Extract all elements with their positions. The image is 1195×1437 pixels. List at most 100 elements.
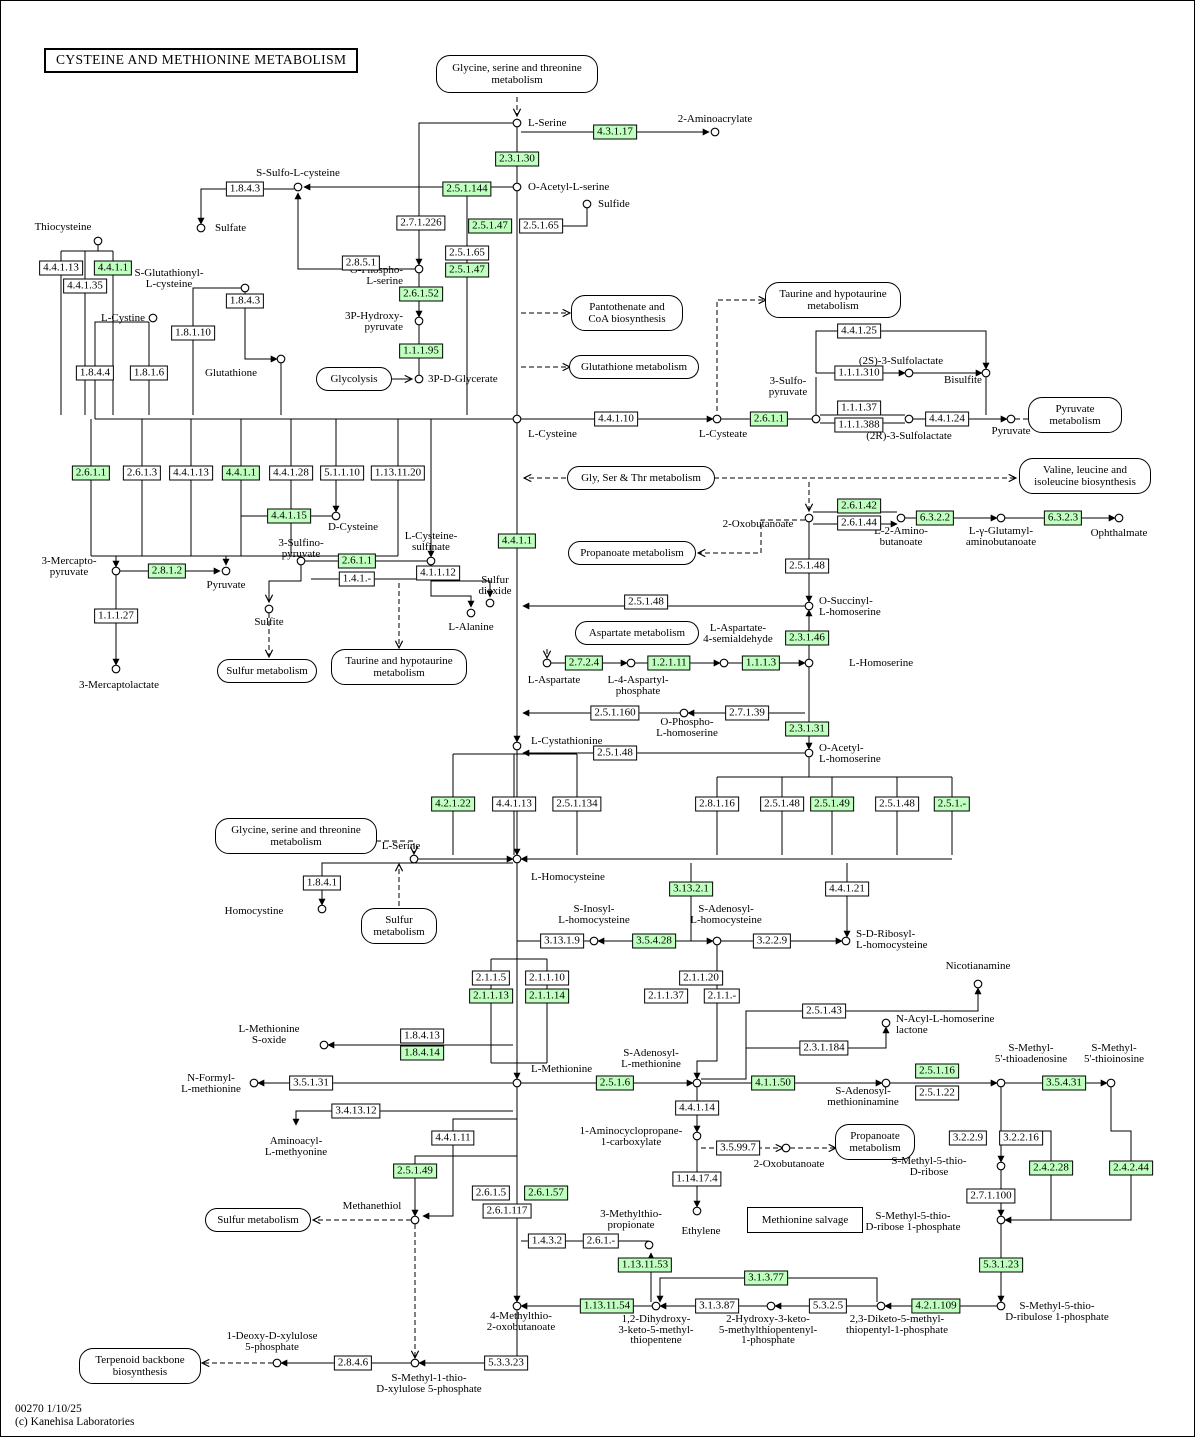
enzyme-box[interactable]: 1.8.4.1 <box>302 875 342 891</box>
pathway-link-box[interactable]: Sulfur metabolism <box>217 659 317 683</box>
compound-node[interactable] <box>293 182 303 192</box>
compound-node[interactable] <box>692 1078 702 1088</box>
compound-node[interactable] <box>973 979 983 989</box>
enzyme-box[interactable]: 2.5.1.48 <box>593 745 637 761</box>
enzyme-box[interactable]: 6.3.2.2 <box>915 510 955 526</box>
compound-node[interactable] <box>485 598 495 608</box>
compound-node[interactable] <box>804 658 814 668</box>
enzyme-box[interactable]: 2.6.1.57 <box>524 1185 568 1201</box>
compound-node[interactable] <box>996 1301 1006 1311</box>
enzyme-box[interactable]: 3.2.2.9 <box>948 1130 988 1146</box>
enzyme-box[interactable]: 2.3.1.31 <box>785 721 829 737</box>
compound-node[interactable] <box>811 414 821 424</box>
enzyme-box[interactable]: 2.5.1.48 <box>785 558 829 574</box>
compound-node[interactable] <box>221 566 231 576</box>
pathway-link-box[interactable]: Glycolysis <box>316 367 392 391</box>
compound-node[interactable] <box>996 1215 1006 1225</box>
compound-node[interactable] <box>804 601 814 611</box>
enzyme-box[interactable]: 1.1.1.388 <box>834 417 884 433</box>
compound-node[interactable] <box>781 1143 791 1153</box>
enzyme-box[interactable]: 2.6.1.5 <box>471 1185 511 1201</box>
compound-node[interactable] <box>276 354 286 364</box>
enzyme-box[interactable]: 2.6.1.117 <box>482 1203 532 1219</box>
enzyme-box[interactable]: 2.7.1.226 <box>396 215 446 231</box>
enzyme-box[interactable]: 3.2.2.16 <box>999 1130 1043 1146</box>
compound-node[interactable] <box>148 313 158 323</box>
compound-node[interactable] <box>512 741 522 751</box>
compound-node[interactable] <box>712 936 722 946</box>
pathway-link-box[interactable]: Propanoate metabolism <box>568 541 696 565</box>
enzyme-box[interactable]: 2.5.1.48 <box>760 796 804 812</box>
enzyme-box[interactable]: 5.3.3.23 <box>484 1355 528 1371</box>
compound-node[interactable] <box>331 511 341 521</box>
compound-node[interactable] <box>296 556 306 566</box>
enzyme-box[interactable]: 2.1.1.5 <box>471 970 511 986</box>
enzyme-box[interactable]: 2.8.5.1 <box>341 255 381 271</box>
compound-node[interactable] <box>240 283 250 293</box>
enzyme-box[interactable]: 2.8.1.16 <box>695 796 739 812</box>
compound-node[interactable] <box>512 182 522 192</box>
compound-node[interactable] <box>512 414 522 424</box>
compound-node[interactable] <box>626 658 636 668</box>
compound-node[interactable] <box>996 1078 1006 1088</box>
enzyme-box[interactable]: 4.4.1.35 <box>63 278 107 294</box>
enzyme-box[interactable]: 3.13.1.9 <box>540 933 584 949</box>
enzyme-box[interactable]: 1.8.4.3 <box>225 293 265 309</box>
enzyme-box[interactable]: 4.4.1.10 <box>594 411 638 427</box>
enzyme-box[interactable]: 3.5.4.28 <box>632 933 676 949</box>
enzyme-box[interactable]: 1.1.1.3 <box>741 655 781 671</box>
enzyme-box[interactable]: 2.1.1.37 <box>644 988 688 1004</box>
enzyme-box[interactable]: 2.5.1.- <box>933 796 971 812</box>
compound-node[interactable] <box>692 1206 702 1216</box>
enzyme-box[interactable]: 1.13.11.20 <box>370 465 426 481</box>
compound-node[interactable] <box>272 1358 282 1368</box>
enzyme-box[interactable]: 3.5.99.7 <box>716 1140 760 1156</box>
enzyme-box[interactable]: 4.2.1.22 <box>431 796 475 812</box>
compound-node[interactable] <box>904 414 914 424</box>
enzyme-box[interactable]: 1.4.1.- <box>338 571 376 587</box>
enzyme-box[interactable]: 2.3.1.30 <box>495 151 539 167</box>
enzyme-box[interactable]: 2.7.1.100 <box>966 1188 1016 1204</box>
pathway-link-box[interactable]: Glutathione metabolism <box>569 355 699 379</box>
enzyme-box[interactable]: 2.5.1.16 <box>915 1063 959 1079</box>
enzyme-box[interactable]: 2.6.1.44 <box>837 515 881 531</box>
enzyme-box[interactable]: 4.4.1.25 <box>837 323 881 339</box>
enzyme-box[interactable]: 4.1.1.50 <box>751 1075 795 1091</box>
enzyme-box[interactable]: 1.8.4.3 <box>225 181 265 197</box>
enzyme-box[interactable]: 1.8.1.6 <box>129 365 169 381</box>
compound-node[interactable] <box>317 904 327 914</box>
compound-node[interactable] <box>409 854 419 864</box>
enzyme-box[interactable]: 4.2.1.109 <box>911 1298 961 1314</box>
enzyme-box[interactable]: 1.13.11.53 <box>617 1257 673 1273</box>
enzyme-box[interactable]: 1.4.3.2 <box>527 1233 567 1249</box>
pathway-link-box[interactable]: Gly, Ser & Thr metabolism <box>567 466 715 490</box>
enzyme-box[interactable]: 4.1.1.12 <box>416 565 460 581</box>
compound-node[interactable] <box>651 1301 661 1311</box>
enzyme-box[interactable]: 1.13.11.54 <box>579 1298 635 1314</box>
enzyme-box[interactable]: 2.6.1.3 <box>122 465 162 481</box>
enzyme-box[interactable]: 4.4.1.13 <box>169 465 213 481</box>
compound-node[interactable] <box>93 236 103 246</box>
enzyme-box[interactable]: 2.5.1.47 <box>445 262 489 278</box>
enzyme-box[interactable]: 4.4.1.1 <box>221 465 261 481</box>
compound-node[interactable] <box>896 513 906 523</box>
enzyme-box[interactable]: 4.4.1.24 <box>925 411 969 427</box>
enzyme-box[interactable]: 3.2.2.9 <box>752 933 792 949</box>
enzyme-box[interactable]: 3.4.13.12 <box>331 1103 381 1119</box>
enzyme-box[interactable]: 1.8.4.13 <box>400 1028 444 1044</box>
compound-node[interactable] <box>512 854 522 864</box>
compound-node[interactable] <box>996 1161 1006 1171</box>
compound-node[interactable] <box>426 556 436 566</box>
compound-node[interactable] <box>542 658 552 668</box>
compound-node[interactable] <box>512 1078 522 1088</box>
enzyme-box[interactable]: 4.3.1.17 <box>593 124 637 140</box>
enzyme-box[interactable]: 5.1.1.10 <box>320 465 364 481</box>
enzyme-box[interactable]: 2.5.1.134 <box>552 796 602 812</box>
compound-node[interactable] <box>804 513 814 523</box>
